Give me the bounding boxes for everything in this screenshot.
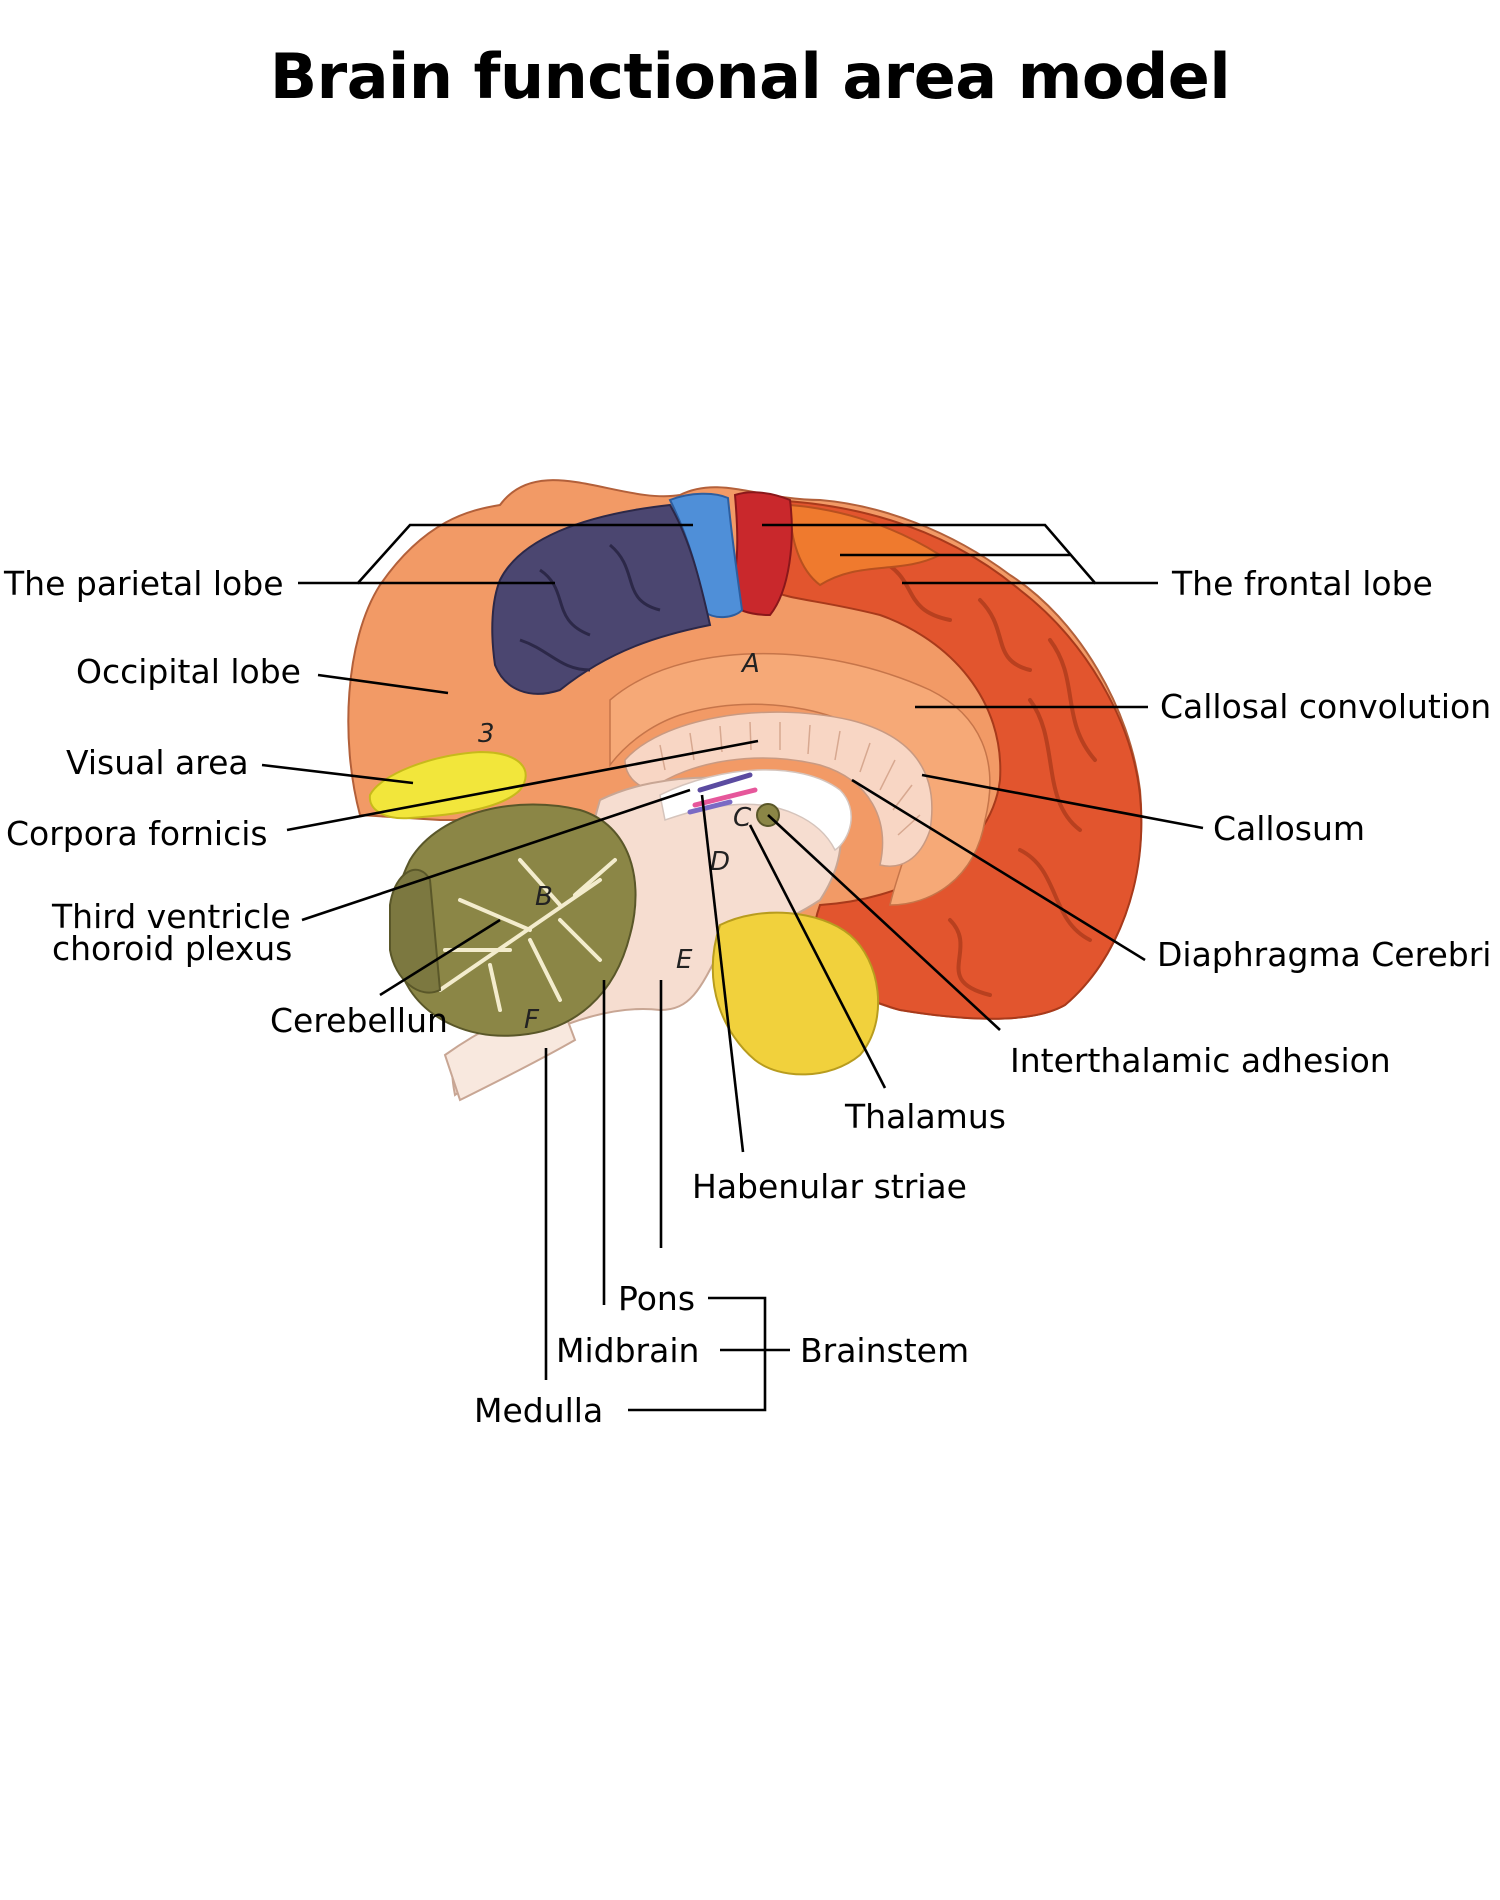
label-cerebellum: Cerebellun [270,1001,448,1040]
leader-occipital [317,673,449,695]
marking-c: C [733,803,752,833]
labels: The parietal lobe The frontal lobe Occip… [3,564,1491,1430]
leader-cerebellum [379,918,501,997]
label-callosal-convolution: Callosal convolution [1160,687,1491,726]
choroid-plexus [687,772,758,815]
parietal-gyri [519,543,661,672]
cerebellum-arbor [438,858,617,1012]
frontal-region [769,498,1143,1020]
label-thalamus: Thalamus [844,1097,1006,1136]
leader-diaphragma [851,778,1146,962]
label-habenular-striae: Habenular striae [692,1167,967,1206]
label-pons: Pons [618,1279,695,1318]
label-interthalamic-adhesion: Interthalamic adhesion [1010,1041,1391,1080]
label-frontal-lobe: The frontal lobe [1171,564,1433,603]
label-visual-area: Visual area [66,743,249,782]
marking-d: D [710,847,730,877]
callosal-convolution-band [609,652,991,906]
label-medulla: Medulla [474,1391,603,1430]
marking-b: B [535,882,553,912]
diagram-title: Brain functional area model [269,40,1231,113]
leader-parietal [298,523,693,585]
label-choroid-plexus: choroid plexus [52,929,292,968]
leader-visual-area [261,763,414,785]
visual-area [368,750,527,820]
cerebellum-lower [389,868,442,994]
label-third-ventricle: Third ventricle [51,897,291,936]
label-midbrain: Midbrain [556,1331,699,1370]
marking-e: E [676,945,693,975]
label-brainstem: Brainstem [800,1331,969,1370]
leader-corpora-fornicis [286,739,759,832]
leader-habenular [700,794,745,1153]
leader-third-ventricle [301,788,691,922]
leader-brainstem-bracket [628,1296,767,1412]
leader-thalamus [748,824,887,1089]
label-corpora-fornicis: Corpora fornicis [6,814,268,853]
brain-model-image: A 3 C D B E F [347,479,1143,1102]
leader-lines [261,523,1204,1412]
leader-callosum [921,773,1204,830]
marking-f: F [524,1005,540,1035]
label-callosum: Callosum [1213,809,1365,848]
leader-interthalamic [767,814,1001,1031]
marking-a: A [740,649,760,679]
label-occipital-lobe: Occipital lobe [76,652,301,691]
pituitary [711,911,880,1076]
parietal-region [491,503,712,695]
label-diaphragma-cerebri: Diaphragma Cerebri [1157,935,1491,974]
marking-three: 3 [478,719,495,749]
label-parietal-lobe: The parietal lobe [3,564,284,603]
